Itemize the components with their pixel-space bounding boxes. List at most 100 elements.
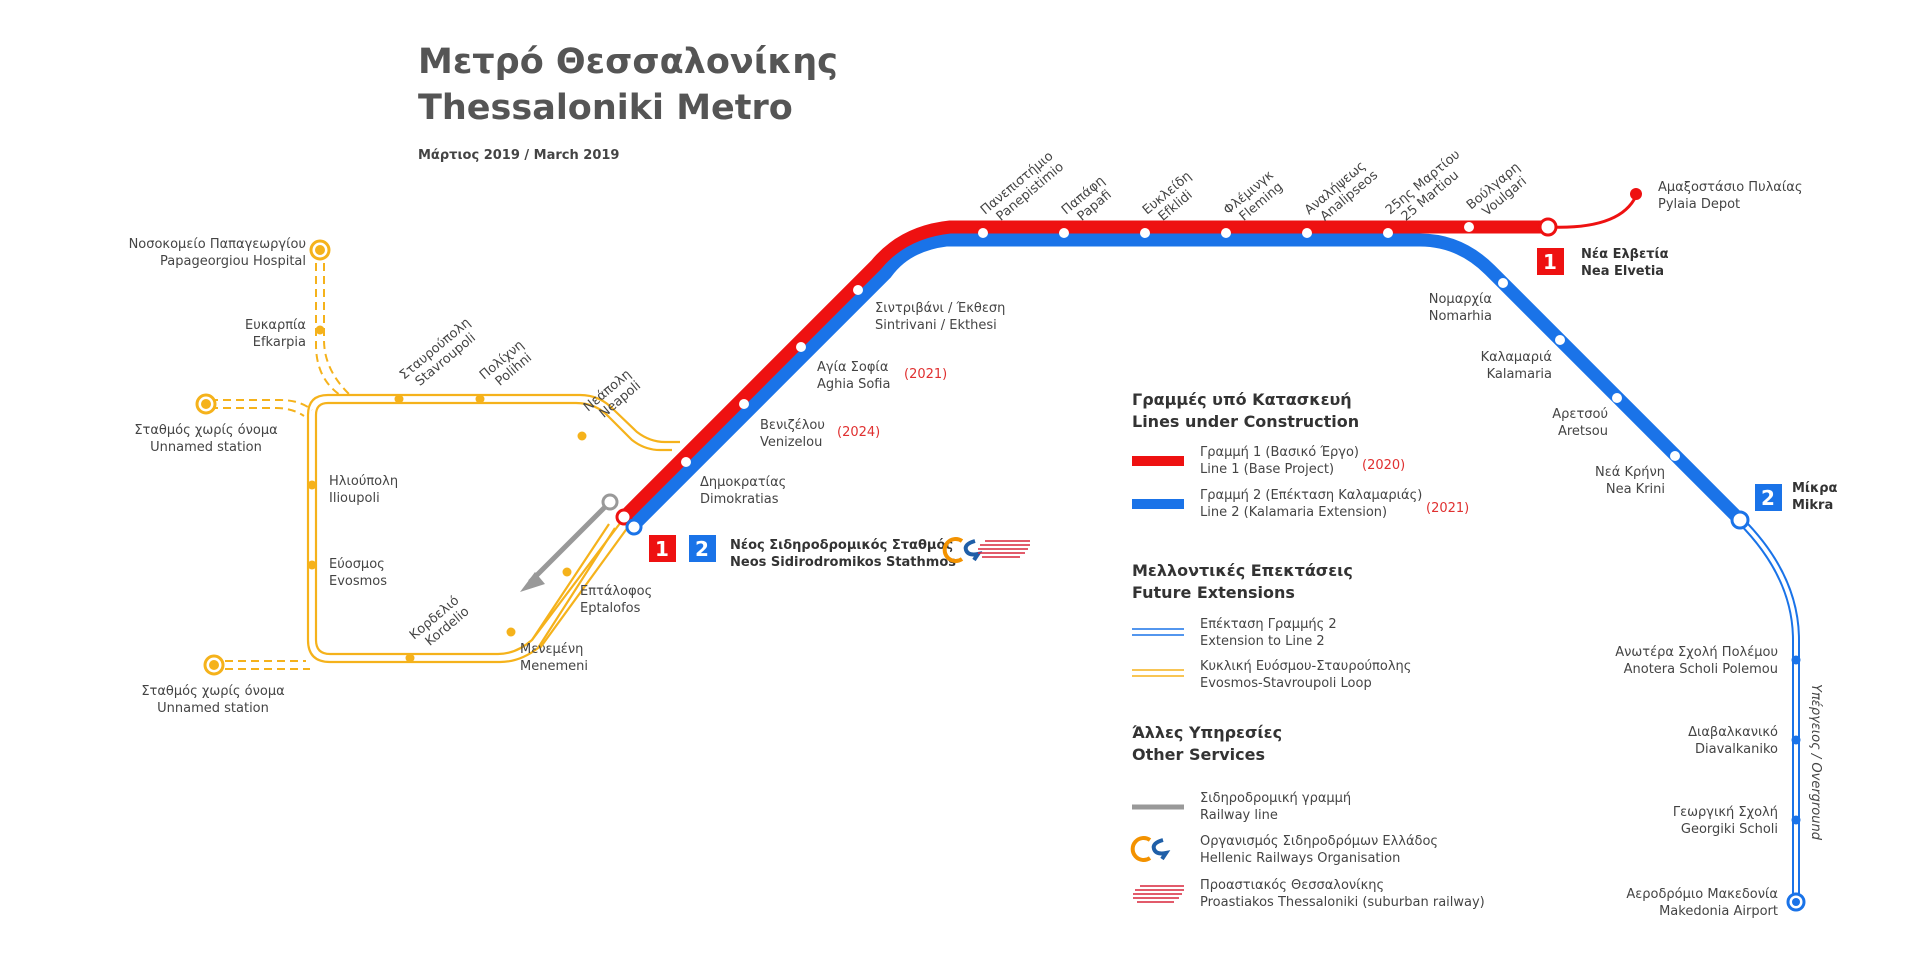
station-fleming[interactable] — [1221, 228, 1231, 238]
overground-label: Υπέργειος / Overground — [1808, 684, 1823, 841]
year-venizelou: (2024) — [837, 425, 880, 440]
label-nea-elvetia-gr: Νέα Ελβετία — [1581, 247, 1669, 262]
station-unnamed-2[interactable] — [203, 654, 225, 676]
station-diavalkaniko[interactable] — [1791, 735, 1801, 745]
station-neos-sid-red[interactable] — [615, 508, 633, 526]
svg-text:ΠολίχνηPolihni: ΠολίχνηPolihni — [477, 338, 537, 395]
label-aretsou-en: Aretsou — [1558, 424, 1608, 439]
station-georgiki[interactable] — [1791, 815, 1801, 825]
station-venizelou[interactable] — [739, 399, 749, 409]
svg-text:Οργανισμός Σιδηροδρόμων Ελλάδο: Οργανισμός Σιδηροδρόμων ΕλλάδοςHellenic … — [1200, 834, 1438, 866]
legend-construction-title-en: Lines under Construction — [1132, 412, 1359, 431]
station-neos-sid-blue[interactable] — [625, 518, 643, 536]
label-anotera-en: Anotera Scholi Polemou — [1624, 662, 1778, 677]
station-sintrivani[interactable] — [853, 285, 863, 295]
label-unnamed-1-gr: Σταθμός χωρίς όνομα — [134, 423, 277, 438]
label-eptalofos-en: Eptalofos — [580, 601, 641, 616]
station-efklidi[interactable] — [1140, 228, 1150, 238]
station-stavroupoli[interactable] — [394, 394, 404, 404]
legend-railway-gr: Σιδηροδρομική γραμμή — [1200, 791, 1351, 806]
station-unnamed-1[interactable] — [195, 393, 217, 415]
station-evosmos[interactable] — [307, 560, 317, 570]
station-mikra[interactable] — [1730, 510, 1750, 530]
label-aghia-sofia-gr: Αγία Σοφία — [817, 360, 888, 375]
station-kordelio[interactable] — [405, 653, 415, 663]
label-georgiki-gr: Γεωργική Σχολή — [1673, 805, 1778, 820]
legend-construction-title-gr: Γραμμές υπό Κατασκευή — [1132, 390, 1352, 409]
station-martiou[interactable] — [1383, 228, 1393, 238]
label-anotera-gr: Ανωτέρα Σχολή Πολέμου — [1615, 645, 1778, 660]
station-voulgari[interactable] — [1464, 222, 1474, 232]
legend-line2-gr: Γραμμή 2 (Επέκταση Καλαμαριάς) — [1200, 488, 1422, 503]
label-georgiki-en: Georgiki Scholi — [1681, 822, 1778, 837]
label-diavalkaniko-en: Diavalkaniko — [1695, 742, 1778, 757]
station-dimokratias[interactable] — [681, 457, 691, 467]
station-eptalofos[interactable] — [562, 567, 572, 577]
label-neos-sid-gr: Νέος Σιδηροδρομικός Σταθμός — [730, 538, 953, 553]
station-menemeni[interactable] — [506, 627, 516, 637]
label-mikra-gr: Μίκρα — [1792, 481, 1838, 496]
station-papafi[interactable] — [1059, 228, 1069, 238]
label-aghia-sofia-en: Aghia Sofia — [817, 377, 890, 392]
legend-ose-icon — [1130, 836, 1171, 862]
label-aerodromio-en: Makedonia Airport — [1659, 904, 1778, 919]
svg-text:25ης Μαρτίου25 Martiou: 25ης Μαρτίου25 Martiou — [1383, 147, 1473, 229]
station-kalamaria[interactable] — [1555, 335, 1565, 345]
interchange-markers — [615, 188, 1806, 912]
line-2 — [627, 233, 1800, 900]
legend-ext2-gr: Επέκταση Γραμμής 2 — [1200, 617, 1337, 632]
badge-line1-nea-elvetia: 1 — [1537, 248, 1564, 275]
station-polihni[interactable] — [475, 394, 485, 404]
map-title-english: Thessaloniki Metro — [418, 88, 793, 128]
legend-ose-gr: Οργανισμός Σιδηροδρόμων Ελλάδος — [1200, 834, 1438, 849]
station-nea-elvetia[interactable] — [1538, 217, 1558, 237]
station-aretsou[interactable] — [1612, 393, 1622, 403]
station-ilioupoli[interactable] — [307, 480, 317, 490]
station-neapoli[interactable] — [577, 431, 587, 441]
label-pylaia-gr: Αμαξοστάσιο Πυλαίας — [1658, 180, 1802, 195]
label-nea-krini-gr: Νεά Κρήνη — [1595, 465, 1665, 480]
label-unnamed-2-gr: Σταθμός χωρίς όνομα — [141, 684, 284, 699]
label-diavalkaniko-gr: Διαβαλκανικό — [1688, 725, 1778, 740]
svg-text:Γραμμή 2 (Επέκταση Καλαμαριάς): Γραμμή 2 (Επέκταση Καλαμαριάς)Line 2 (Ka… — [1200, 488, 1422, 520]
station-pylaia[interactable] — [1630, 188, 1642, 200]
station-analipseos[interactable] — [1302, 228, 1312, 238]
legend-railway-en: Railway line — [1200, 808, 1278, 823]
label-evosmos-en: Evosmos — [329, 574, 387, 589]
legend-line1-year: (2020) — [1362, 458, 1405, 473]
station-nea-krini[interactable] — [1670, 451, 1680, 461]
station-papageorgiou[interactable] — [309, 239, 331, 261]
ose-logo-icon — [942, 537, 983, 563]
svg-text:ΑναλήψεωςAnalipseos: ΑναλήψεωςAnalipseos — [1302, 156, 1381, 229]
svg-text:ΕυκλείδηEfklidi: ΕυκλείδηEfklidi — [1140, 169, 1204, 230]
station-aghia-sofia[interactable] — [796, 342, 806, 352]
station-panepistimio[interactable] — [978, 228, 988, 238]
station-nomarhia[interactable] — [1498, 278, 1508, 288]
legend-future-title-gr: Μελλοντικές Επεκτάσεις — [1132, 561, 1353, 580]
badge-line1-neos-sid: 1 — [649, 535, 676, 562]
svg-text:Γραμμή 1 (Βασικό Έργο)Line 1 (: Γραμμή 1 (Βασικό Έργο)Line 1 (Base Proje… — [1200, 445, 1359, 477]
station-efkarpia[interactable] — [315, 325, 325, 335]
legend-loop-en: Evosmos-Stavroupoli Loop — [1200, 676, 1372, 691]
station-anotera[interactable] — [1791, 655, 1801, 665]
label-nea-krini-en: Nea Krini — [1606, 482, 1665, 497]
label-efkarpia-en: Efkarpia — [253, 335, 306, 350]
svg-text:ΣταυρούποληStavroupoli: ΣταυρούποληStavroupoli — [397, 315, 483, 394]
svg-text:1: 1 — [655, 537, 669, 561]
svg-text:ΚορδελιόKordelio: ΚορδελιόKordelio — [407, 593, 473, 655]
